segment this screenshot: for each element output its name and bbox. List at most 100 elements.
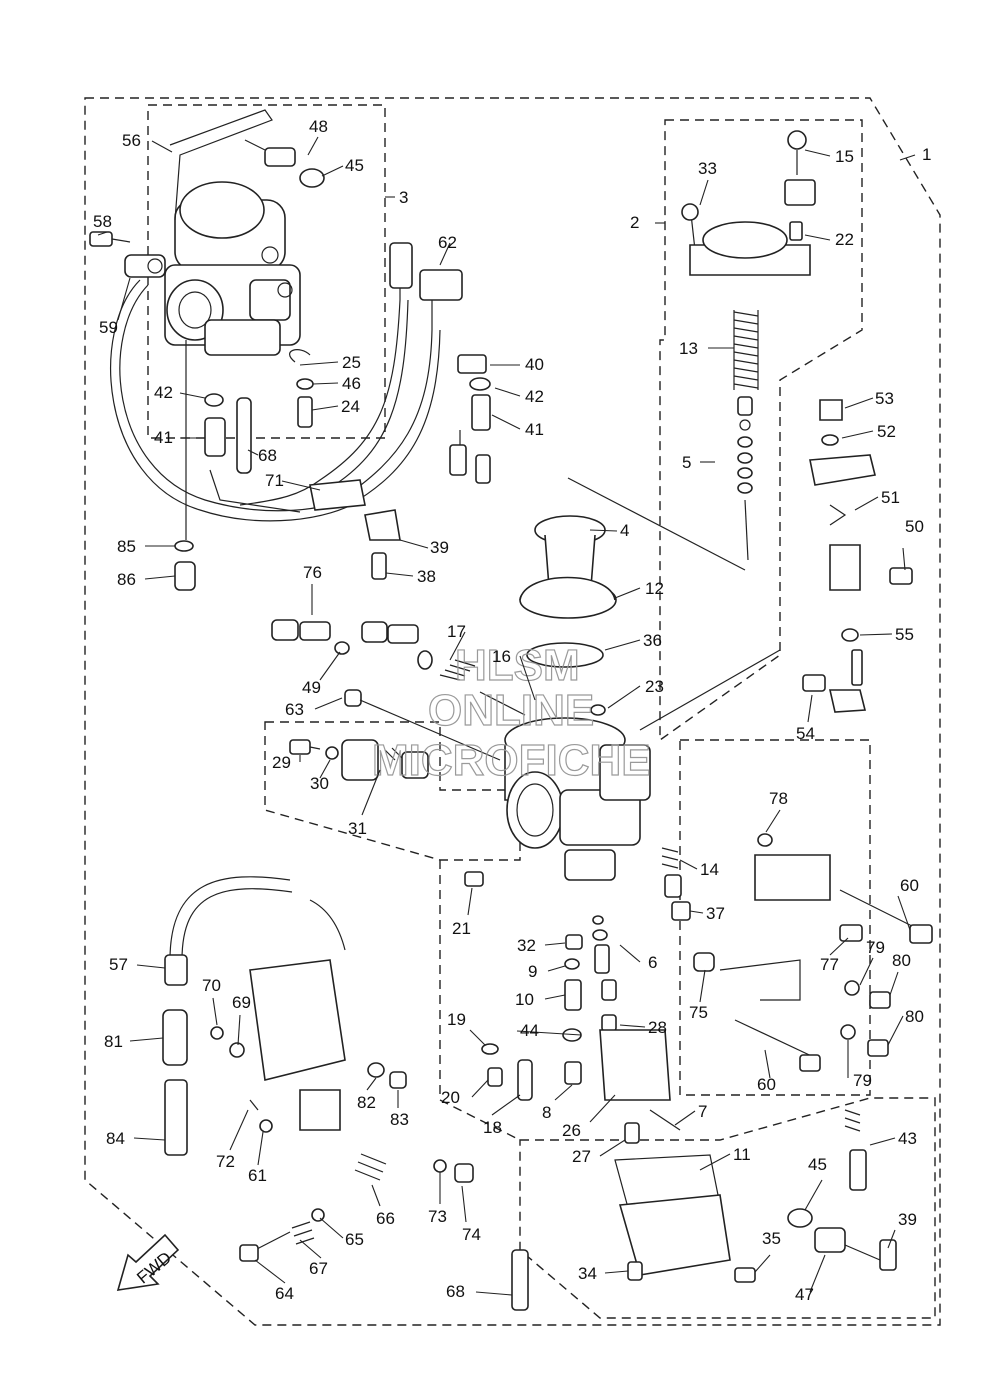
callout-79-lower: 79 [853, 1071, 872, 1090]
left-jet-parts [204, 349, 314, 474]
lower-left-parts [162, 876, 474, 1262]
callout-18: 18 [483, 1118, 502, 1137]
wire-connector [389, 242, 463, 330]
callout-81: 81 [104, 1032, 123, 1051]
callout-50: 50 [905, 517, 924, 536]
leader-line [899, 154, 916, 161]
group-boundaries [84, 97, 941, 1326]
callout-10: 10 [515, 990, 534, 1009]
callout-60-lower: 60 [757, 1075, 776, 1094]
callout-66: 66 [376, 1209, 395, 1228]
callout-77: 77 [820, 955, 839, 974]
callout-32: 32 [517, 936, 536, 955]
leader-line [319, 1217, 344, 1239]
leader-line [519, 655, 536, 701]
callout-40: 40 [525, 355, 544, 374]
callout-12: 12 [645, 579, 664, 598]
callout-83: 83 [390, 1110, 409, 1129]
callout-36: 36 [643, 631, 662, 650]
leader-line [804, 1179, 823, 1211]
leader-line [247, 449, 259, 456]
callout-7: 7 [698, 1102, 707, 1121]
callout-85: 85 [117, 537, 136, 556]
leader-line [144, 575, 176, 580]
leader-line [887, 1015, 904, 1046]
leader-line [679, 859, 698, 870]
callout-39-lower: 39 [898, 1210, 917, 1229]
callout-30: 30 [310, 774, 329, 793]
leader-line [674, 1110, 696, 1126]
leader-line [589, 529, 618, 532]
lower-right-parts [661, 833, 933, 1072]
callout-63: 63 [285, 700, 304, 719]
callout-6: 6 [648, 953, 657, 972]
callout-21: 21 [452, 919, 471, 938]
callout-75: 75 [689, 1003, 708, 1022]
leader-line [554, 1084, 573, 1101]
callout-80-lower: 80 [905, 1007, 924, 1026]
callout-leaders [97, 136, 916, 1296]
callout-22: 22 [835, 230, 854, 249]
callout-labels: 1 2 3 4 5 6 7 8 9 10 11 12 13 14 15 16 1… [93, 117, 931, 1304]
piston-diaphragm [519, 477, 746, 668]
leader-line [804, 149, 831, 157]
leader-line [129, 1037, 164, 1042]
callout-86: 86 [117, 570, 136, 589]
outer-boundary [84, 97, 941, 1326]
callout-62: 62 [438, 233, 457, 252]
leader-line [699, 1153, 731, 1171]
callout-64: 64 [275, 1284, 294, 1303]
callout-69: 69 [232, 993, 251, 1012]
leader-line [467, 887, 473, 916]
callout-73: 73 [428, 1207, 447, 1226]
callout-60-upper: 60 [900, 876, 919, 895]
forward-direction-arrow: FWD [116, 1233, 180, 1291]
leader-line [461, 1185, 467, 1223]
leader-line [399, 539, 429, 549]
leader-line [319, 759, 331, 779]
leader-line [475, 1291, 513, 1296]
leader-line [859, 957, 874, 986]
sensor-parts [449, 354, 491, 484]
leader-line [385, 572, 414, 577]
leader-line [494, 387, 521, 397]
vent-hoses [110, 279, 441, 522]
jet-needle-set [737, 396, 753, 561]
callout-84: 84 [106, 1129, 125, 1148]
leader-line [371, 1184, 381, 1207]
callout-46: 46 [342, 374, 361, 393]
leader-line [133, 1137, 166, 1141]
leader-line [516, 1030, 582, 1036]
watermark: HLSM ONLINE MICROFICHE [371, 640, 651, 785]
callout-31: 31 [348, 819, 367, 838]
leader-line [887, 1229, 896, 1249]
callout-58: 58 [93, 212, 112, 231]
callout-25: 25 [342, 353, 361, 372]
callout-45-top: 45 [345, 156, 364, 175]
callout-67: 67 [309, 1259, 328, 1278]
leader-line [902, 547, 906, 571]
callout-48: 48 [309, 117, 328, 136]
leader-line [319, 651, 341, 681]
callout-71: 71 [265, 471, 284, 490]
leader-line [299, 1239, 322, 1259]
leader-line [807, 694, 813, 723]
callout-5: 5 [682, 453, 691, 472]
callout-65: 65 [345, 1230, 364, 1249]
callout-3: 3 [399, 188, 408, 207]
callout-35: 35 [762, 1229, 781, 1248]
leader-line [312, 382, 339, 385]
leader-line [471, 1079, 489, 1098]
leader-line [859, 633, 893, 636]
float-bowl [614, 1109, 897, 1283]
leader-line [754, 1254, 771, 1273]
callout-24: 24 [341, 397, 360, 416]
leader-line [607, 685, 641, 709]
callout-68-left: 68 [258, 446, 277, 465]
callout-72: 72 [216, 1152, 235, 1171]
callout-56: 56 [122, 131, 141, 150]
leader-line [604, 1270, 629, 1274]
callout-13: 13 [679, 339, 698, 358]
leader-line [809, 1254, 826, 1293]
callout-45-bottom: 45 [808, 1155, 827, 1174]
